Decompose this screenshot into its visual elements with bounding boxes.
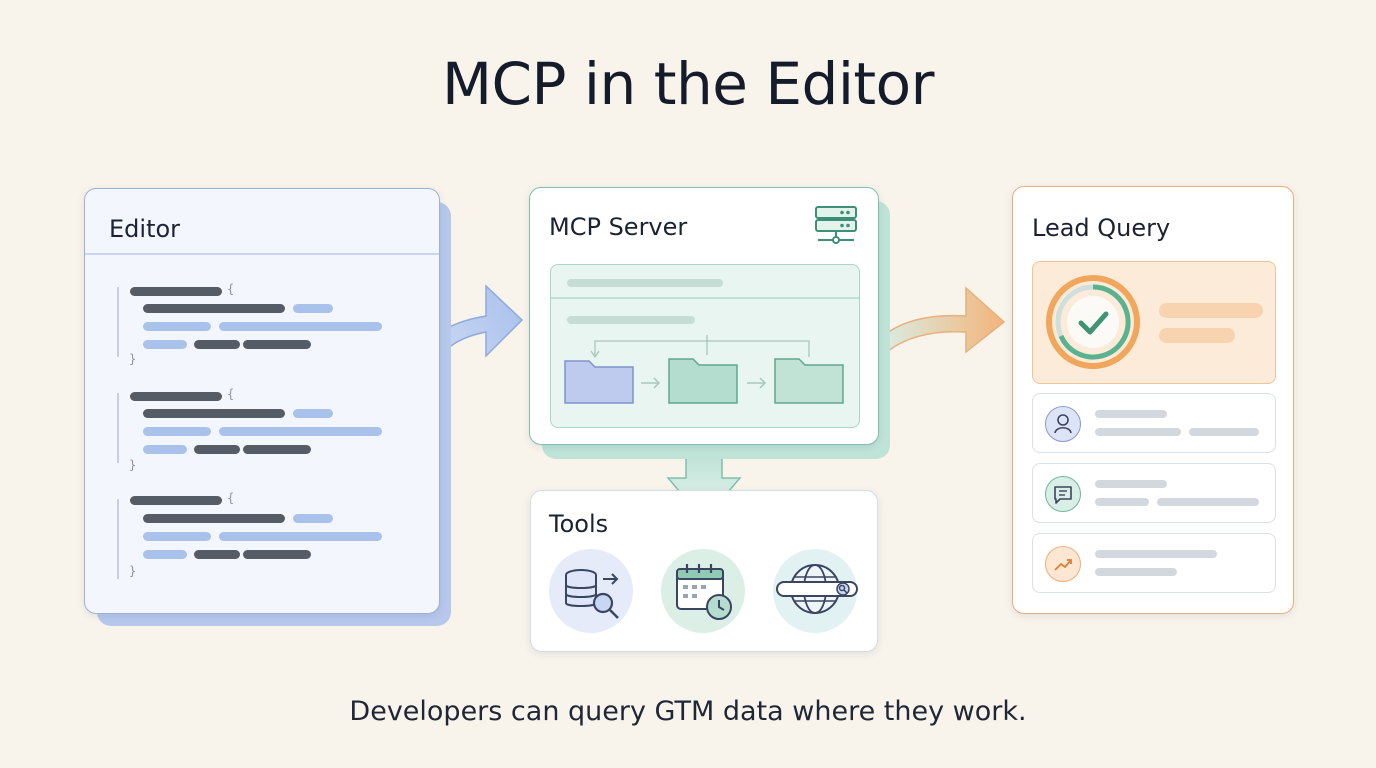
lead-score-bar (1159, 303, 1263, 318)
code-rail (117, 287, 119, 357)
row-bar (1095, 410, 1167, 418)
code-line (143, 340, 187, 349)
server-icon (815, 206, 857, 244)
panel-bar (567, 316, 695, 324)
code-line (194, 550, 240, 559)
lead-row-message[interactable] (1032, 463, 1276, 523)
editor-title: Editor (109, 215, 181, 243)
mcp-server-card: MCP Server (529, 187, 879, 445)
editor-divider (85, 253, 439, 255)
folder-flow (564, 335, 844, 404)
page-title: MCP in the Editor (441, 50, 935, 118)
code-brace-close: } (129, 564, 137, 578)
edge-mcp-to-lead (877, 286, 1006, 360)
row-bar (1095, 568, 1177, 576)
code-line (293, 409, 333, 418)
lead-row-contact[interactable] (1032, 393, 1276, 453)
code-line (219, 532, 382, 541)
code-line (293, 514, 333, 523)
database-search-icon[interactable] (549, 549, 633, 633)
code-brace-open: { (227, 387, 235, 401)
code-brace-open: { (227, 282, 235, 296)
user-icon (1045, 406, 1081, 442)
code-line (143, 532, 211, 541)
lead-score-panel (1032, 261, 1276, 384)
code-line (143, 322, 211, 331)
lead-query-title: Lead Query (1032, 214, 1171, 242)
code-line (219, 322, 382, 331)
code-line (293, 304, 333, 313)
row-bar (1095, 480, 1167, 488)
panel-divider (551, 297, 859, 299)
tools-title: Tools (549, 510, 609, 538)
row-bar (1157, 498, 1259, 506)
lead-score-bar (1159, 328, 1235, 343)
trend-up-icon (1045, 546, 1081, 582)
row-bar (1095, 550, 1217, 558)
panel-bar (567, 279, 723, 287)
code-line (143, 409, 285, 418)
code-brace-close: } (129, 458, 137, 472)
code-line (130, 392, 222, 401)
lead-query-card: Lead Query (1012, 186, 1294, 614)
code-line (143, 514, 285, 523)
row-bar (1095, 428, 1181, 436)
code-line (130, 287, 222, 296)
row-bar (1095, 498, 1149, 506)
code-line (194, 340, 240, 349)
mcp-workflow-panel (550, 264, 860, 428)
code-line (143, 445, 187, 454)
code-line (143, 304, 285, 313)
mcp-server-title: MCP Server (549, 213, 688, 241)
globe-search-icon[interactable] (773, 549, 858, 633)
lead-row-trend[interactable] (1032, 533, 1276, 593)
row-bar (1189, 428, 1259, 436)
code-brace-close: } (129, 352, 137, 366)
code-line (143, 550, 187, 559)
check-score-icon (1046, 275, 1140, 369)
code-line (243, 445, 311, 454)
code-line (130, 496, 222, 505)
code-rail (117, 499, 119, 579)
code-line (243, 550, 311, 559)
code-line (143, 427, 211, 436)
tools-card: Tools (530, 490, 878, 652)
chat-icon (1045, 476, 1081, 512)
code-line (194, 445, 240, 454)
calendar-clock-icon[interactable] (661, 549, 745, 633)
caption: Developers can query GTM data where they… (349, 696, 1027, 727)
editor-card: Editor { } { } { } (84, 188, 440, 614)
code-line (243, 340, 311, 349)
code-brace-open: { (227, 491, 235, 505)
code-line (219, 427, 382, 436)
code-rail (117, 393, 119, 463)
